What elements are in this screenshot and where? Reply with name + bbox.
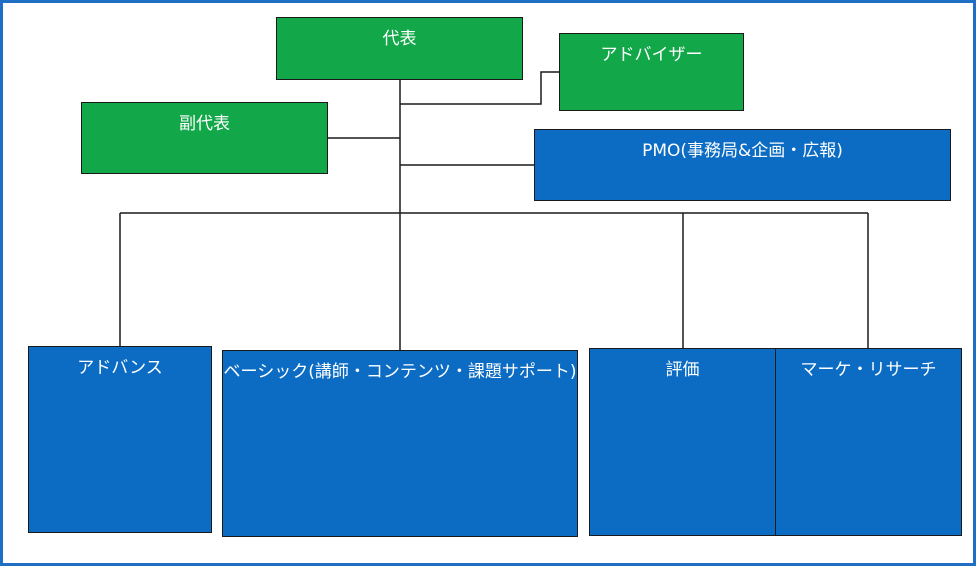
node-representative-label: 代表	[382, 29, 417, 49]
node-advance-label: アドバンス	[77, 358, 163, 378]
node-marketing-label: マーケ・リサーチ	[800, 360, 937, 380]
node-vice-representative: 副代表	[81, 102, 328, 174]
node-advisor-label: アドバイザー	[600, 45, 703, 65]
node-advance: アドバンス	[28, 346, 212, 533]
node-vice-representative-label: 副代表	[179, 114, 230, 134]
node-basic-label: ベーシック(講師・コンテンツ・課題サポート)	[223, 362, 577, 382]
node-pmo-label: PMO(事務局&企画・広報)	[642, 141, 843, 161]
node-evaluation: 評価	[589, 348, 776, 536]
connector-advisor	[400, 71, 559, 105]
node-marketing: マーケ・リサーチ	[775, 348, 962, 536]
node-evaluation-label: 評価	[665, 360, 700, 380]
node-basic: ベーシック(講師・コンテンツ・課題サポート)	[222, 350, 578, 537]
node-pmo: PMO(事務局&企画・広報)	[534, 129, 951, 201]
node-advisor: アドバイザー	[559, 33, 744, 111]
node-representative: 代表	[276, 17, 523, 80]
